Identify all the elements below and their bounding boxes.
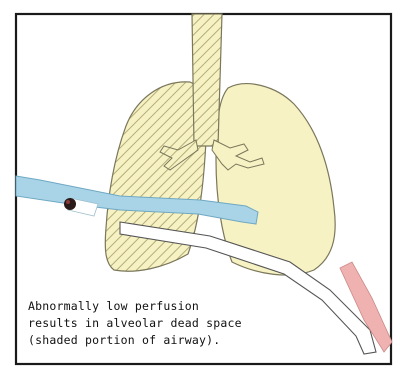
caption: Abnormally low perfusion results in alve…: [28, 298, 358, 349]
caption-line-2: results in alveolar dead space: [28, 315, 358, 332]
caption-line-3: (shaded portion of airway).: [28, 332, 358, 349]
caption-line-1: Abnormally low perfusion: [28, 298, 358, 315]
